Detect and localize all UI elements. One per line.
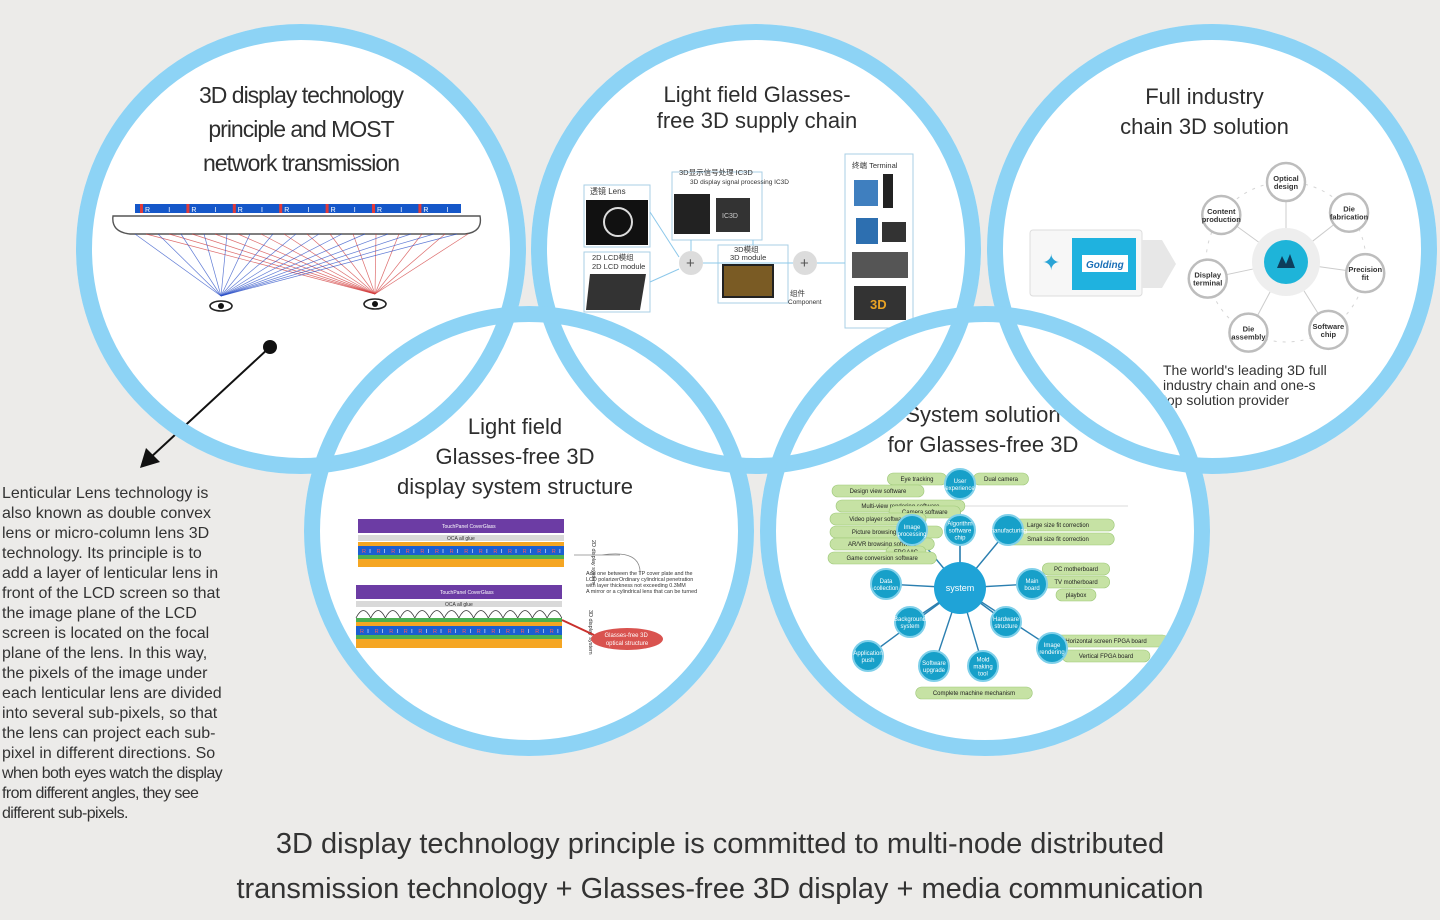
description-line: the lens can project each sub- — [2, 725, 216, 742]
description-line: different sub-pixels. — [2, 805, 128, 822]
description-line: the image plane of the LCD — [2, 605, 197, 622]
description-line: Lenticular Lens technology is — [2, 485, 209, 502]
description-line: when both eyes watch the display — [2, 765, 223, 782]
circle-4-ring — [304, 306, 754, 756]
description-line: each lenticular lens are divided — [2, 685, 222, 702]
circle-5-ring — [760, 306, 1210, 756]
description-line: add a layer of lenticular lens in — [2, 565, 219, 582]
description-line: lens or micro-column lens 3D — [2, 525, 210, 542]
description-line: technology. Its principle is to — [2, 545, 202, 562]
description-line: pixel in different directions. So — [2, 745, 216, 762]
description-line: front of the LCD screen so that — [2, 585, 220, 602]
description-line: plane of the lens. In this way, — [2, 645, 208, 662]
description-line: also known as double convex — [2, 505, 212, 522]
footer-line-1: 3D display technology principle is commi… — [275, 828, 1165, 860]
footer-line-2: transmission technology + Glasses-free 3… — [236, 873, 1204, 905]
description-line: from different angles, they see — [2, 785, 199, 802]
footer-caption: 3D display technology principle is commi… — [0, 822, 1440, 912]
description-line: into several sub-pixels, so that — [2, 705, 218, 722]
description-line: screen is located on the focal — [2, 625, 210, 642]
lenticular-description: Lenticular Lens technology is also known … — [2, 484, 252, 824]
description-line: the pixels of the image under — [2, 665, 208, 682]
